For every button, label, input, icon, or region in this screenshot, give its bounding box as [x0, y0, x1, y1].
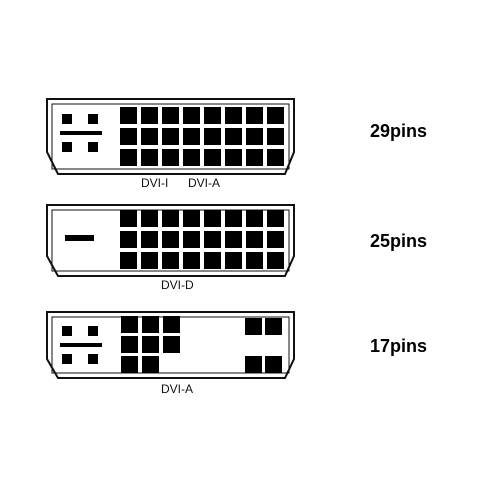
pin: [120, 149, 137, 166]
pin: [204, 210, 221, 227]
connector-label: DVI-A: [188, 176, 220, 190]
connector-label: DVI-I: [141, 176, 168, 190]
connector-dvi-a: DVI-A 17pins: [46, 311, 427, 396]
pin: [225, 210, 242, 227]
pin: [267, 107, 284, 124]
pin: [246, 210, 263, 227]
analog-pin-block: [60, 114, 102, 152]
digital-pin-grid: [120, 210, 284, 269]
right-pin-blocks: [245, 318, 282, 373]
pin: [120, 252, 137, 269]
pin: [162, 210, 179, 227]
pin: [246, 231, 263, 248]
connector-label: DVI-A: [161, 382, 193, 396]
pin: [204, 107, 221, 124]
pin: [162, 149, 179, 166]
pin: [162, 107, 179, 124]
pin-count: 29pins: [370, 121, 427, 141]
ground-blade: [60, 131, 102, 135]
pin: [88, 142, 98, 152]
pin: [204, 128, 221, 145]
pin: [245, 318, 262, 335]
pin: [225, 107, 242, 124]
pin: [120, 107, 137, 124]
digital-pin-grid: [120, 107, 284, 166]
pin: [141, 252, 158, 269]
pin: [121, 336, 138, 353]
pin: [225, 252, 242, 269]
pin: [88, 114, 98, 124]
pin: [163, 316, 180, 333]
pin: [121, 356, 138, 373]
digital-pin-grid: [121, 316, 180, 373]
pin: [246, 252, 263, 269]
pin: [62, 114, 72, 124]
pin: [246, 149, 263, 166]
pin: [225, 149, 242, 166]
connector-dvi-d: DVI-D 25pins: [46, 204, 427, 292]
pin: [88, 326, 98, 336]
pin: [225, 128, 242, 145]
pin: [120, 210, 137, 227]
pin: [204, 252, 221, 269]
pin: [265, 356, 282, 373]
pin: [267, 128, 284, 145]
pin: [267, 149, 284, 166]
pin: [142, 316, 159, 333]
pin-count: 17pins: [370, 336, 427, 356]
pin: [183, 231, 200, 248]
pin: [62, 142, 72, 152]
pin: [121, 316, 138, 333]
pin: [162, 252, 179, 269]
pin: [204, 231, 221, 248]
analog-pin-block: [60, 326, 102, 364]
pin: [141, 128, 158, 145]
pin: [267, 231, 284, 248]
pin: [88, 354, 98, 364]
pin: [183, 107, 200, 124]
pin: [265, 318, 282, 335]
pin: [163, 336, 180, 353]
pin: [183, 149, 200, 166]
pin: [225, 231, 242, 248]
pin: [141, 107, 158, 124]
pin: [204, 149, 221, 166]
pin: [183, 128, 200, 145]
pin: [141, 231, 158, 248]
pin: [162, 231, 179, 248]
pin: [245, 356, 262, 373]
pin: [162, 128, 179, 145]
connector-dvi-i: DVI-I DVI-A 29pins: [46, 98, 427, 190]
pin: [183, 252, 200, 269]
pin: [120, 231, 137, 248]
pin: [141, 149, 158, 166]
pin: [267, 252, 284, 269]
pin: [246, 128, 263, 145]
pin: [246, 107, 263, 124]
pin-count: 25pins: [370, 231, 427, 251]
pin: [267, 210, 284, 227]
connector-label: DVI-D: [161, 278, 194, 292]
ground-blade: [60, 343, 102, 347]
ground-blade: [65, 235, 94, 241]
pin: [141, 210, 158, 227]
pin: [142, 336, 159, 353]
pin: [142, 356, 159, 373]
inner-frame: [51, 103, 290, 170]
pin: [62, 326, 72, 336]
pin: [62, 354, 72, 364]
pin: [183, 210, 200, 227]
pin: [120, 128, 137, 145]
